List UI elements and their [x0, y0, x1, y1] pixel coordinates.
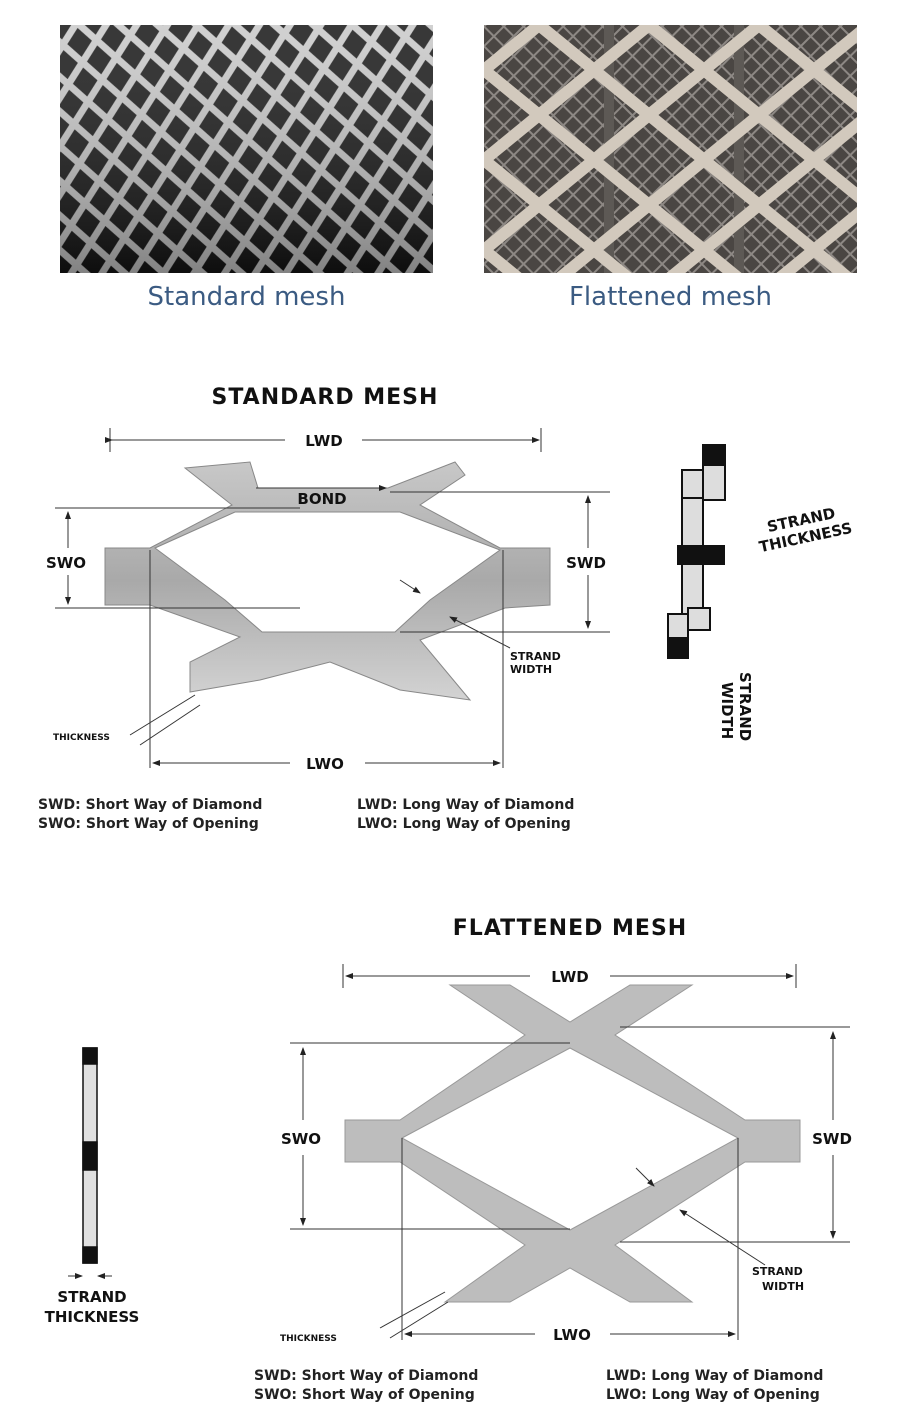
standard-lwd-label: LWD	[305, 432, 342, 450]
side-strand-width-label-1: STRAND	[736, 672, 754, 741]
side-strand-width-label-2: WIDTH	[718, 682, 736, 739]
standard-legend-swd: SWD: Short Way of Diamond	[38, 797, 262, 813]
flattened-legend-lwd: LWD: Long Way of Diamond	[606, 1368, 823, 1384]
flattened-side-profile	[82, 1047, 98, 1264]
flattened-mesh-photo	[484, 25, 857, 273]
flattened-lwo-label: LWO	[553, 1326, 591, 1344]
standard-mesh-caption: Standard mesh	[147, 282, 346, 312]
flattened-legend-swo: SWO: Short Way of Opening	[254, 1387, 475, 1403]
standard-mesh-photo	[60, 25, 433, 273]
flattened-title: FLATTENED MESH	[453, 916, 687, 941]
flattened-mesh-shape	[344, 984, 801, 1303]
standard-swo-label: SWO	[46, 554, 86, 572]
flattened-strand-thickness-label-1: STRAND	[57, 1288, 126, 1306]
standard-legend-lwo: LWO: Long Way of Opening	[357, 816, 571, 832]
standard-legend-swo: SWO: Short Way of Opening	[38, 816, 259, 832]
standard-mesh-diagram: STANDARD MESH LWD BOND SWO SWD STRAND WI…	[38, 385, 854, 832]
standard-legend-lwd: LWD: Long Way of Diamond	[357, 797, 574, 813]
flattened-mesh-diagram: FLATTENED MESH LWD SWO SWD STRAND WIDTH …	[45, 916, 852, 1403]
flattened-strand-thickness-label-2: THICKNESS	[45, 1308, 140, 1326]
standard-bond-label: BOND	[297, 490, 346, 508]
standard-thickness-label: THICKNESS	[53, 733, 110, 743]
standard-swd-label: SWD	[566, 554, 606, 572]
flattened-strand-width-label-1: STRAND	[752, 1265, 803, 1278]
standard-side-profile	[667, 444, 726, 659]
flattened-thickness-label: THICKNESS	[280, 1334, 337, 1344]
flattened-legend-lwo: LWO: Long Way of Opening	[606, 1387, 820, 1403]
standard-strand-width-label-2: WIDTH	[510, 663, 552, 676]
standard-strand-width-label-1: STRAND	[510, 650, 561, 663]
flattened-lwd-label: LWD	[551, 968, 588, 986]
flattened-swd-label: SWD	[812, 1130, 852, 1148]
flattened-mesh-caption: Flattened mesh	[568, 282, 773, 312]
flattened-legend-swd: SWD: Short Way of Diamond	[254, 1368, 478, 1384]
standard-lwo-label: LWO	[306, 755, 344, 773]
standard-mesh-shape	[104, 461, 551, 701]
flattened-swo-label: SWO	[281, 1130, 321, 1148]
standard-title: STANDARD MESH	[212, 385, 439, 410]
flattened-strand-width-label-2: WIDTH	[762, 1280, 804, 1293]
